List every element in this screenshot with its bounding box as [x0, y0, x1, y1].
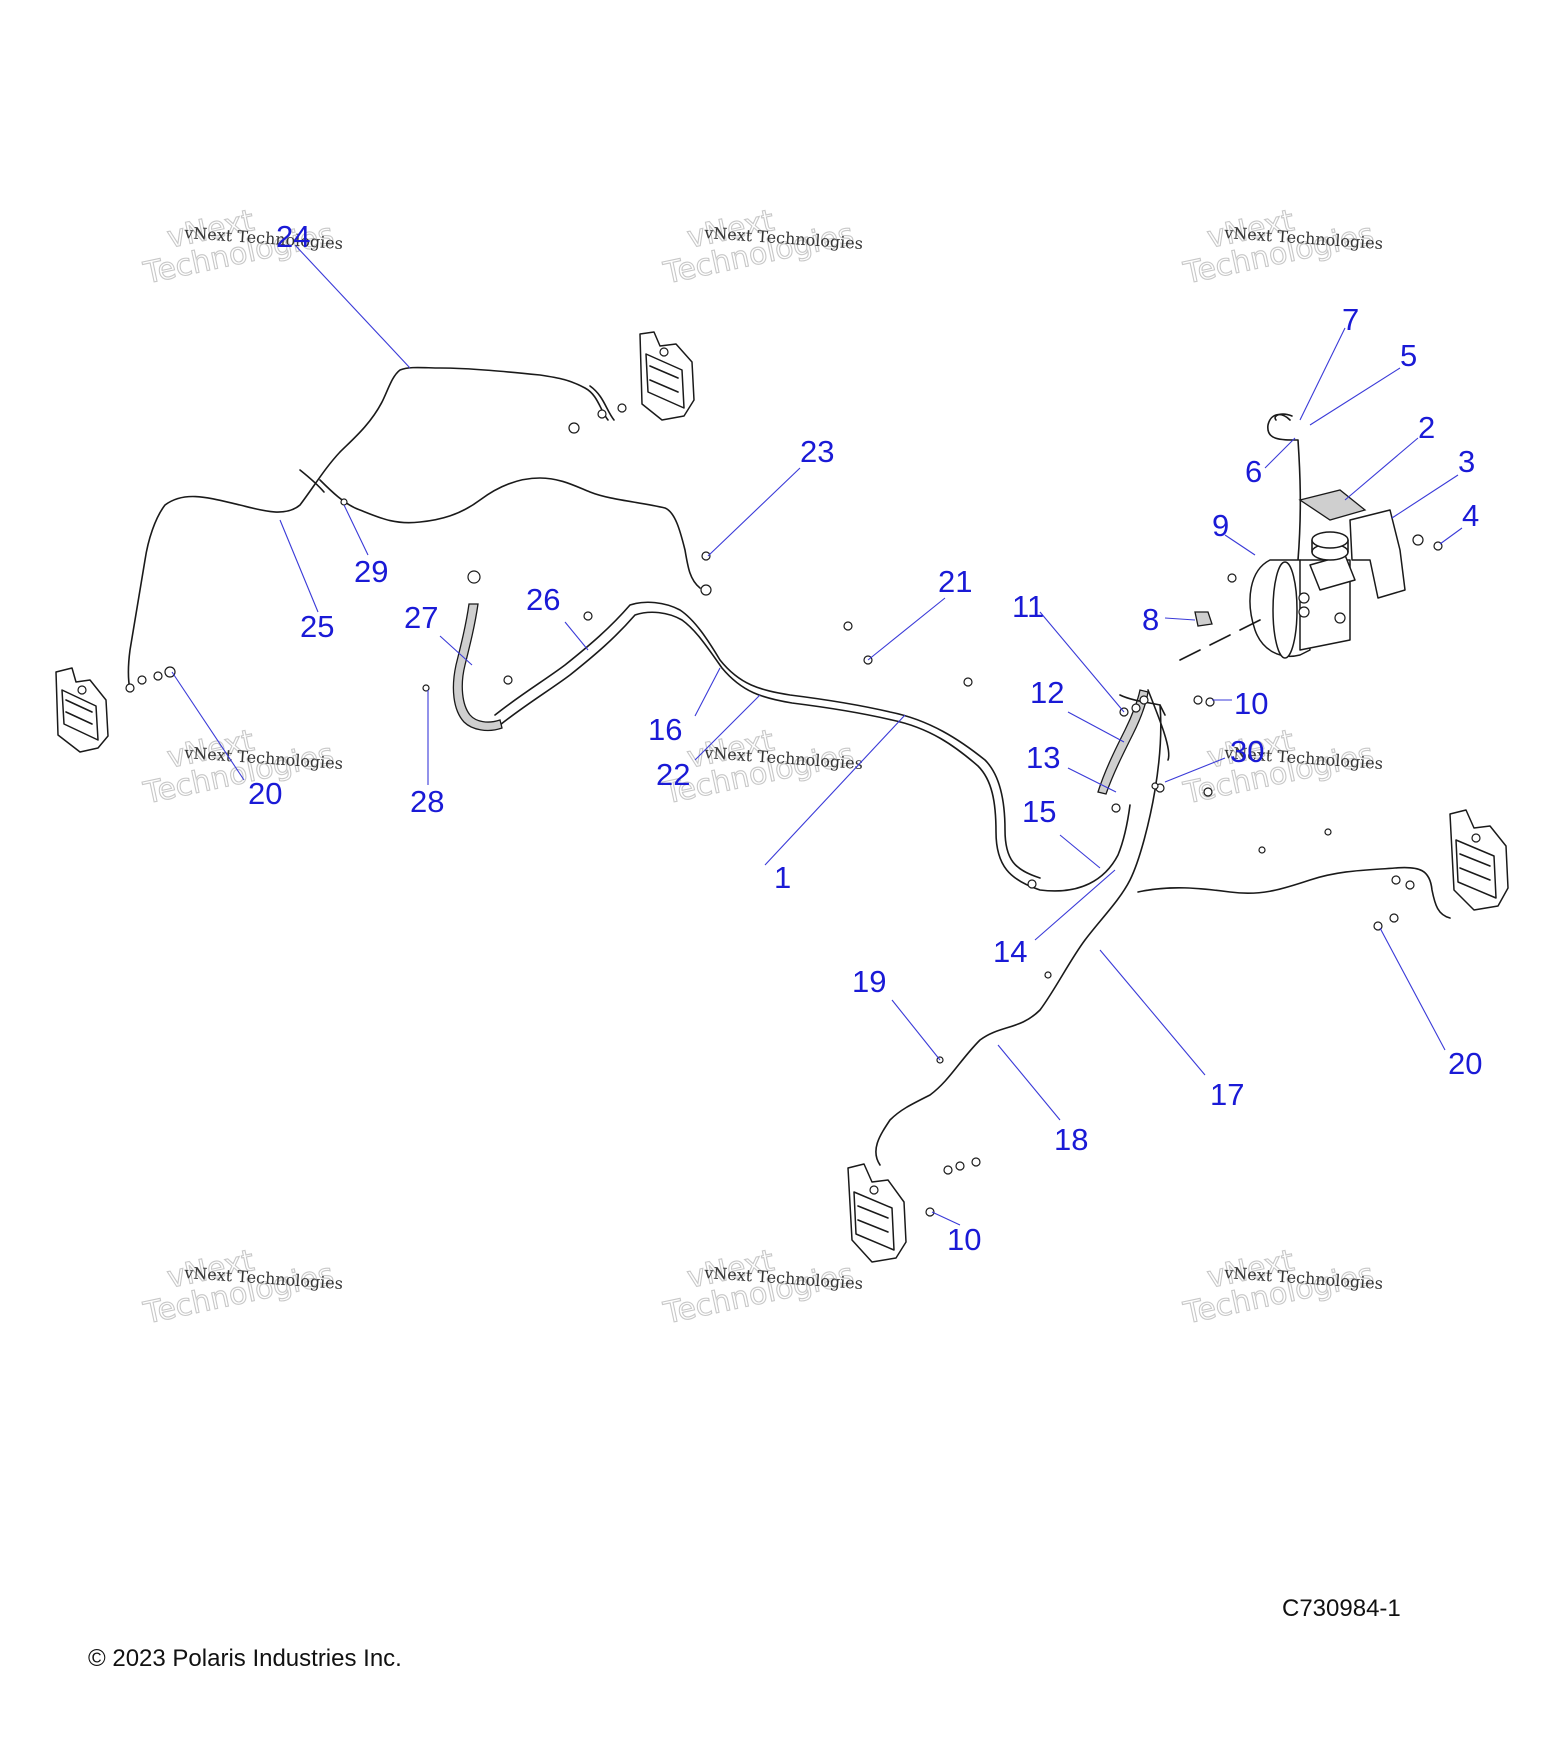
callout-9: 9: [1212, 508, 1229, 543]
leader-13: [1067, 767, 1117, 793]
callout-21: 21: [938, 564, 972, 599]
caliper-rear-left: [55, 667, 109, 753]
leader-15: [1059, 834, 1101, 869]
callout-12: 12: [1030, 675, 1064, 710]
leader-14: [1034, 869, 1116, 941]
callouts: 1 2 3 4 5 6 7 8 9 10 10 11 12 13 14 15 1…: [248, 219, 1482, 1257]
callout-11: 11: [1012, 589, 1044, 624]
leader-22: [694, 694, 761, 761]
leader-8: [1164, 617, 1196, 621]
leader-29: [343, 504, 369, 556]
callout-20-left: 20: [248, 776, 282, 811]
bracket-3: [1349, 509, 1406, 599]
leader-12: [1067, 711, 1125, 743]
callout-28: 28: [410, 784, 444, 819]
brake-line-7: [1267, 413, 1302, 561]
callout-4: 4: [1462, 498, 1479, 533]
callout-18: 18: [1054, 1122, 1088, 1157]
leader-9: [1224, 534, 1256, 556]
leader-10-bottom: [931, 1211, 961, 1226]
figure-number: C730984-1: [1282, 1595, 1401, 1622]
watermarks: vNext Technologies vNext Technologies vN…: [140, 203, 1384, 1332]
leader-lines: [171, 244, 1463, 1226]
callout-22: 22: [656, 757, 690, 792]
brake-line-rear-24: [127, 366, 609, 691]
callout-25: 25: [300, 609, 334, 644]
callout-5: 5: [1400, 338, 1417, 373]
brake-line-crossover: [319, 477, 701, 589]
leader-21: [867, 597, 946, 661]
brake-line-front-17: [875, 704, 1162, 1166]
leader-20-left: [171, 671, 245, 781]
master-cylinder-9: [1249, 531, 1356, 659]
leader-18: [997, 1044, 1061, 1121]
callout-26: 26: [526, 582, 560, 617]
leader-11: [1039, 611, 1125, 713]
leader-23: [707, 467, 801, 557]
reservoir-hose-27: [452, 603, 503, 732]
callout-16: 16: [648, 712, 682, 747]
callout-10-bottom: 10: [947, 1222, 981, 1257]
callout-15: 15: [1022, 794, 1056, 829]
callout-20-right: 20: [1448, 1046, 1482, 1081]
leader-19: [891, 999, 941, 1061]
leader-17: [1099, 949, 1206, 1076]
callout-27: 27: [404, 600, 438, 635]
brake-line-main-16: [494, 601, 1041, 879]
leader-6: [1264, 437, 1296, 469]
leader-25: [279, 519, 319, 613]
callout-29: 29: [354, 554, 388, 589]
leader-27: [439, 635, 473, 666]
callout-23: 23: [800, 434, 834, 469]
leader-20-right: [1379, 927, 1446, 1051]
caliper-front-left: [847, 1163, 907, 1263]
leader-26: [564, 621, 589, 651]
brake-line-front-right: [1137, 866, 1451, 919]
callout-19: 19: [852, 964, 886, 999]
fasteners: [125, 403, 1443, 1217]
leader-2: [1344, 437, 1419, 501]
leader-1: [764, 714, 906, 866]
leader-30: [1164, 757, 1226, 783]
callout-2: 2: [1418, 410, 1435, 445]
caliper-front-right: [1449, 809, 1509, 911]
bracket-2: [1298, 489, 1367, 521]
callout-10-top: 10: [1234, 686, 1268, 721]
copyright-notice: © 2023 Polaris Industries Inc.: [88, 1645, 402, 1672]
leader-4: [1439, 527, 1463, 545]
callout-14: 14: [993, 934, 1027, 969]
callout-8: 8: [1142, 602, 1159, 637]
callout-17: 17: [1210, 1077, 1244, 1112]
callout-3: 3: [1458, 444, 1475, 479]
leader-24: [294, 244, 411, 369]
leader-5: [1309, 367, 1401, 426]
callout-7: 7: [1342, 302, 1359, 337]
parts: [55, 331, 1509, 1263]
callout-1: 1: [774, 860, 791, 895]
callout-24: 24: [276, 219, 310, 254]
leader-16: [694, 667, 721, 717]
assembly-dash-line: [1179, 619, 1261, 661]
callout-13: 13: [1026, 740, 1060, 775]
caliper-rear-right: [639, 331, 695, 421]
leader-7: [1299, 327, 1346, 421]
leader-3: [1391, 474, 1459, 519]
callout-30: 30: [1230, 734, 1264, 769]
callout-6: 6: [1245, 454, 1262, 489]
brake-line-main-1: [499, 611, 1131, 892]
